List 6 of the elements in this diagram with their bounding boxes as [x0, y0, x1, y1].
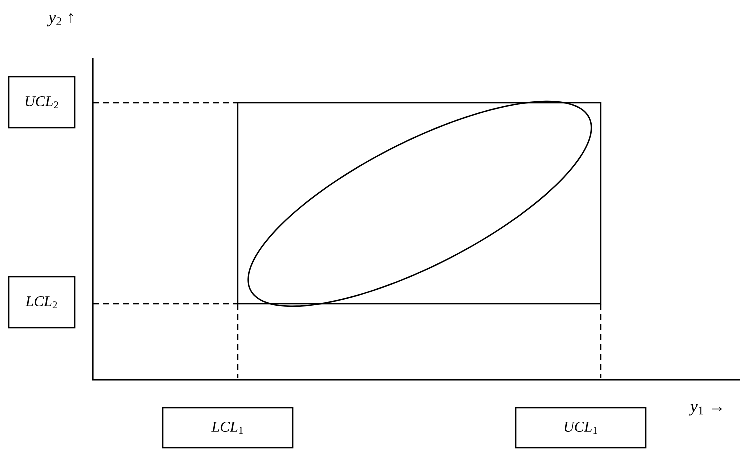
axis-label: y$_{1}$ →: [688, 404, 722, 416]
limit-box: LCL$_{2}$: [8, 276, 76, 329]
limit-box: UCL$_{1}$: [515, 407, 647, 449]
limit-box: UCL$_{2}$: [8, 76, 76, 129]
axis-label: y$_{2}$ ↑: [47, 13, 74, 27]
limit-box: LCL$_{1}$: [162, 407, 294, 449]
